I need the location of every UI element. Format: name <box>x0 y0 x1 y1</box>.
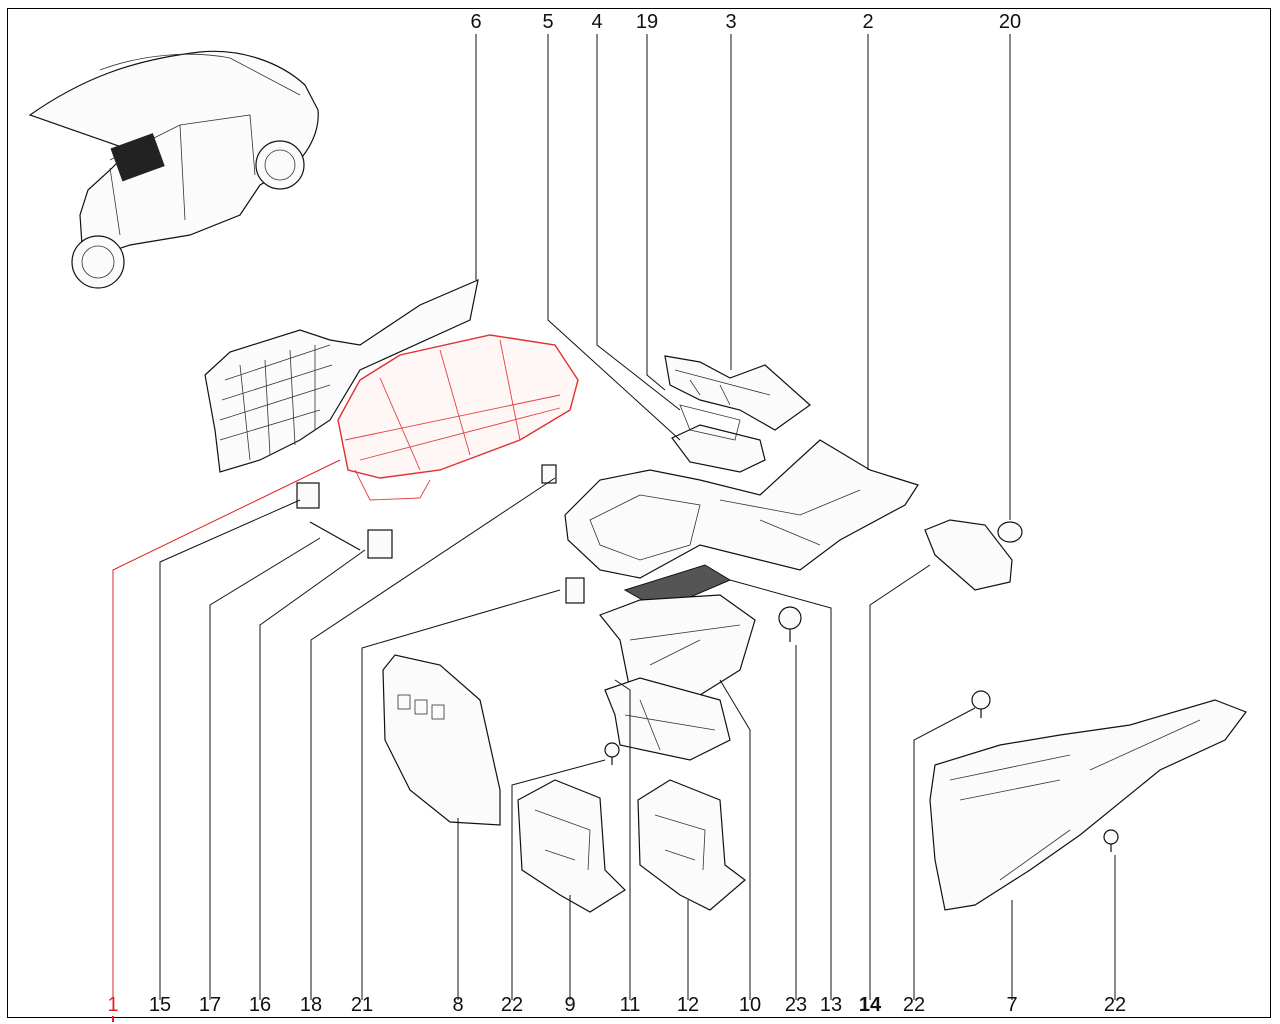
part-12-bracket[interactable] <box>637 779 746 911</box>
part-1-armrest[interactable] <box>337 334 579 501</box>
part-11-storage-box[interactable] <box>565 577 756 761</box>
small-clip-parts <box>296 464 557 559</box>
part-9-bracket[interactable] <box>517 779 626 913</box>
callout-2: 2 <box>862 11 873 33</box>
part-3-trim-cover[interactable] <box>664 355 811 431</box>
callout-23: 23 <box>785 994 807 1016</box>
callout-10: 10 <box>739 994 761 1016</box>
callout-13: 13 <box>820 994 842 1016</box>
callout-3: 3 <box>725 11 736 33</box>
diagram-frame <box>7 8 1271 1018</box>
car-locator-illustration <box>28 50 319 289</box>
callout-8: 8 <box>452 994 463 1016</box>
callout-20: 20 <box>999 11 1021 33</box>
callout-12: 12 <box>677 994 699 1016</box>
callout-6: 6 <box>470 11 481 33</box>
callout-14: 14 <box>859 994 882 1016</box>
callout-15: 15 <box>149 994 171 1016</box>
callout-5: 5 <box>542 11 553 33</box>
callout-7: 7 <box>1006 994 1017 1016</box>
callout-19: 19 <box>636 11 658 33</box>
callout-22: 22 <box>1104 994 1126 1016</box>
screw-parts <box>604 606 1119 852</box>
callout-22: 22 <box>501 994 523 1016</box>
leader-lines <box>112 34 1116 1000</box>
callout-22: 22 <box>903 994 925 1016</box>
callout-17: 17 <box>199 994 221 1016</box>
part-5-bracket[interactable] <box>671 404 766 473</box>
part-7-side-panel[interactable] <box>929 699 1247 911</box>
callout-1: 1 <box>107 994 118 1016</box>
part-6-side-panel[interactable] <box>204 278 479 473</box>
part-8-front-panel[interactable] <box>382 654 501 826</box>
callout-16: 16 <box>249 994 271 1016</box>
callout-21: 21 <box>351 994 373 1016</box>
part-14-bracket[interactable] <box>924 519 1023 591</box>
callout-18: 18 <box>300 994 322 1016</box>
callout-4: 4 <box>591 11 602 33</box>
callout-11: 11 <box>620 994 641 1016</box>
callout-9: 9 <box>564 994 575 1016</box>
part-2-console-frame[interactable] <box>564 439 919 579</box>
